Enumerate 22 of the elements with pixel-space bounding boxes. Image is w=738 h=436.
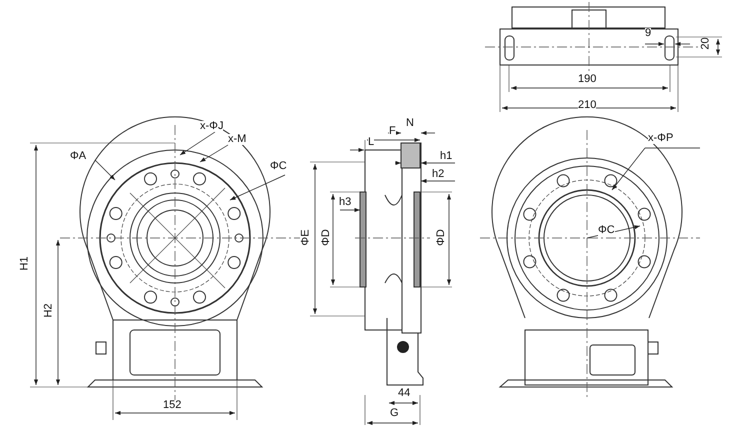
dimension-label: h3 xyxy=(339,197,352,208)
dimension-label: ΦA xyxy=(70,151,86,162)
dimension-label: x-ΦJ xyxy=(200,121,224,132)
dimension-label: 210 xyxy=(578,100,596,111)
dimension-label: G xyxy=(390,408,399,419)
dimension-label: ΦD xyxy=(320,229,332,246)
dimension-label: ΦC xyxy=(598,225,615,236)
dimension-label: 152 xyxy=(163,400,182,411)
dimension-label: ΦC xyxy=(270,161,287,172)
dimension-label: x-ΦP xyxy=(648,133,674,144)
dimension-label: x-M xyxy=(228,134,246,145)
dimension-label: 44 xyxy=(398,388,410,399)
dimension-label: F xyxy=(389,126,396,137)
dimension-label: 20 xyxy=(700,37,712,50)
dimension-label: h2 xyxy=(432,169,444,180)
dimension-label: L xyxy=(368,137,374,148)
dimension-label: 9 xyxy=(645,28,652,39)
dimension-label: ΦE xyxy=(300,229,312,246)
dimension-label: ΦD xyxy=(436,229,447,246)
dimension-label: 190 xyxy=(578,74,596,85)
dimension-label: N xyxy=(406,118,414,129)
dimension-label: h1 xyxy=(440,151,452,162)
